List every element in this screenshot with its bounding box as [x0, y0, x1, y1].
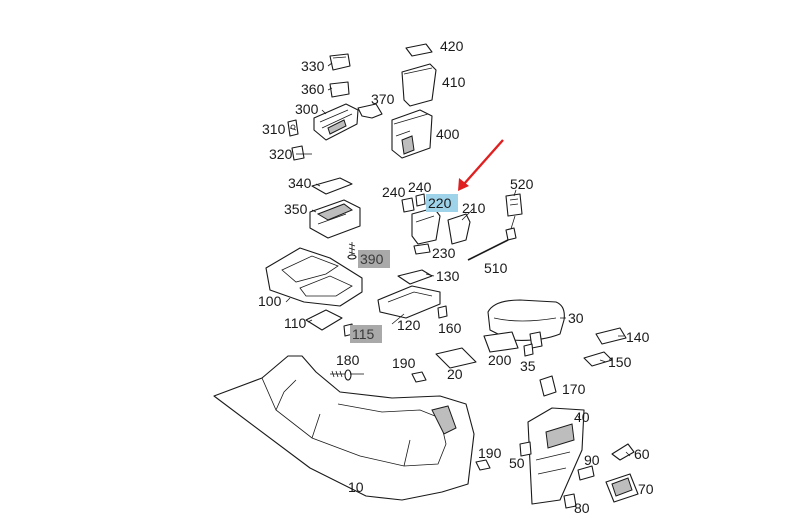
part-210-drawing	[447, 213, 471, 245]
label-420[interactable]: 420	[440, 38, 464, 54]
part-40-drawing	[527, 407, 585, 505]
label-240a[interactable]: 240	[382, 184, 406, 200]
part-120-drawing	[377, 285, 441, 319]
part-130-drawing	[397, 269, 433, 285]
part-35-drawing	[523, 343, 534, 357]
label-520[interactable]: 520	[510, 176, 534, 192]
label-360[interactable]: 360	[301, 81, 325, 97]
part-240-drawing	[401, 193, 426, 213]
label-120[interactable]: 120	[397, 317, 421, 333]
label-90[interactable]: 90	[584, 452, 600, 468]
part-390-drawing	[347, 242, 357, 260]
label-100[interactable]: 100	[258, 293, 282, 309]
label-60[interactable]: 60	[634, 446, 650, 462]
part-360-drawing	[329, 81, 350, 98]
part-420-drawing	[405, 43, 433, 57]
part-370-drawing	[357, 103, 383, 119]
label-80[interactable]: 80	[574, 500, 590, 516]
label-390[interactable]: 390	[360, 251, 384, 267]
label-410[interactable]: 410	[442, 74, 466, 90]
label-170[interactable]: 170	[562, 381, 586, 397]
label-400[interactable]: 400	[436, 126, 460, 142]
part-320-drawing	[291, 145, 305, 161]
label-115[interactable]: 115	[352, 326, 375, 342]
label-35[interactable]: 35	[520, 358, 536, 374]
part-190b-drawing	[475, 459, 491, 471]
part-160-drawing	[437, 305, 448, 319]
highlight-115-box	[350, 325, 382, 343]
part-220-drawing	[411, 207, 441, 245]
label-320[interactable]: 320	[269, 146, 293, 162]
part-30-drawing	[487, 299, 565, 349]
label-160[interactable]: 160	[438, 320, 462, 336]
part-310-drawing	[287, 119, 299, 137]
label-30[interactable]: 30	[568, 310, 584, 326]
label-50[interactable]: 50	[509, 455, 525, 471]
label-220[interactable]: 220	[428, 195, 452, 211]
part-90-drawing	[577, 465, 595, 481]
part-510-drawing	[467, 215, 517, 261]
label-300[interactable]: 300	[295, 101, 319, 117]
part-400-drawing	[391, 109, 433, 159]
part-410-drawing	[401, 63, 437, 107]
label-370[interactable]: 370	[371, 91, 395, 107]
part-140-drawing	[595, 327, 627, 345]
highlight-390-box	[358, 250, 390, 268]
part-190a-drawing	[411, 371, 427, 383]
label-20[interactable]: 20	[447, 366, 463, 382]
part-80-drawing	[563, 493, 577, 509]
label-140[interactable]: 140	[626, 329, 650, 345]
red-pointer-arrow	[458, 139, 504, 191]
label-230[interactable]: 230	[432, 245, 456, 261]
part-170-drawing	[539, 375, 557, 397]
label-210[interactable]: 210	[462, 200, 486, 216]
part-340-drawing	[311, 177, 353, 195]
part-180-drawing	[330, 369, 352, 381]
label-10[interactable]: 10	[348, 479, 364, 495]
label-340[interactable]: 340	[288, 175, 312, 191]
part-100-drawing	[265, 247, 363, 307]
label-40[interactable]: 40	[574, 409, 590, 425]
label-150[interactable]: 150	[608, 354, 632, 370]
part-330-drawing	[329, 53, 351, 71]
part-70-drawing	[605, 473, 639, 503]
label-310[interactable]: 310	[262, 121, 286, 137]
part-200-drawing	[483, 331, 519, 353]
part-10-drawing	[213, 355, 475, 501]
part-350-drawing	[309, 199, 361, 239]
label-180[interactable]: 180	[336, 352, 360, 368]
label-110[interactable]: 110	[284, 315, 307, 331]
label-330[interactable]: 330	[301, 58, 325, 74]
label-350[interactable]: 350	[284, 201, 308, 217]
part-50-drawing	[519, 441, 532, 457]
highlight-220-box	[426, 194, 458, 212]
part-60-drawing	[611, 443, 635, 461]
part-300-drawing	[313, 103, 359, 141]
label-240b[interactable]: 240	[408, 179, 432, 195]
part-150-drawing	[583, 351, 613, 367]
label-130[interactable]: 130	[436, 268, 460, 284]
label-200[interactable]: 200	[488, 352, 512, 368]
label-70[interactable]: 70	[638, 481, 654, 497]
leader-lines	[285, 62, 631, 457]
part-110-drawing	[305, 309, 343, 331]
label-510[interactable]: 510	[484, 260, 508, 276]
part-230-drawing	[413, 243, 431, 255]
label-190a[interactable]: 190	[392, 355, 416, 371]
part-520-drawing	[505, 193, 523, 217]
part-20-drawing	[435, 347, 477, 369]
label-190b[interactable]: 190	[478, 445, 502, 461]
